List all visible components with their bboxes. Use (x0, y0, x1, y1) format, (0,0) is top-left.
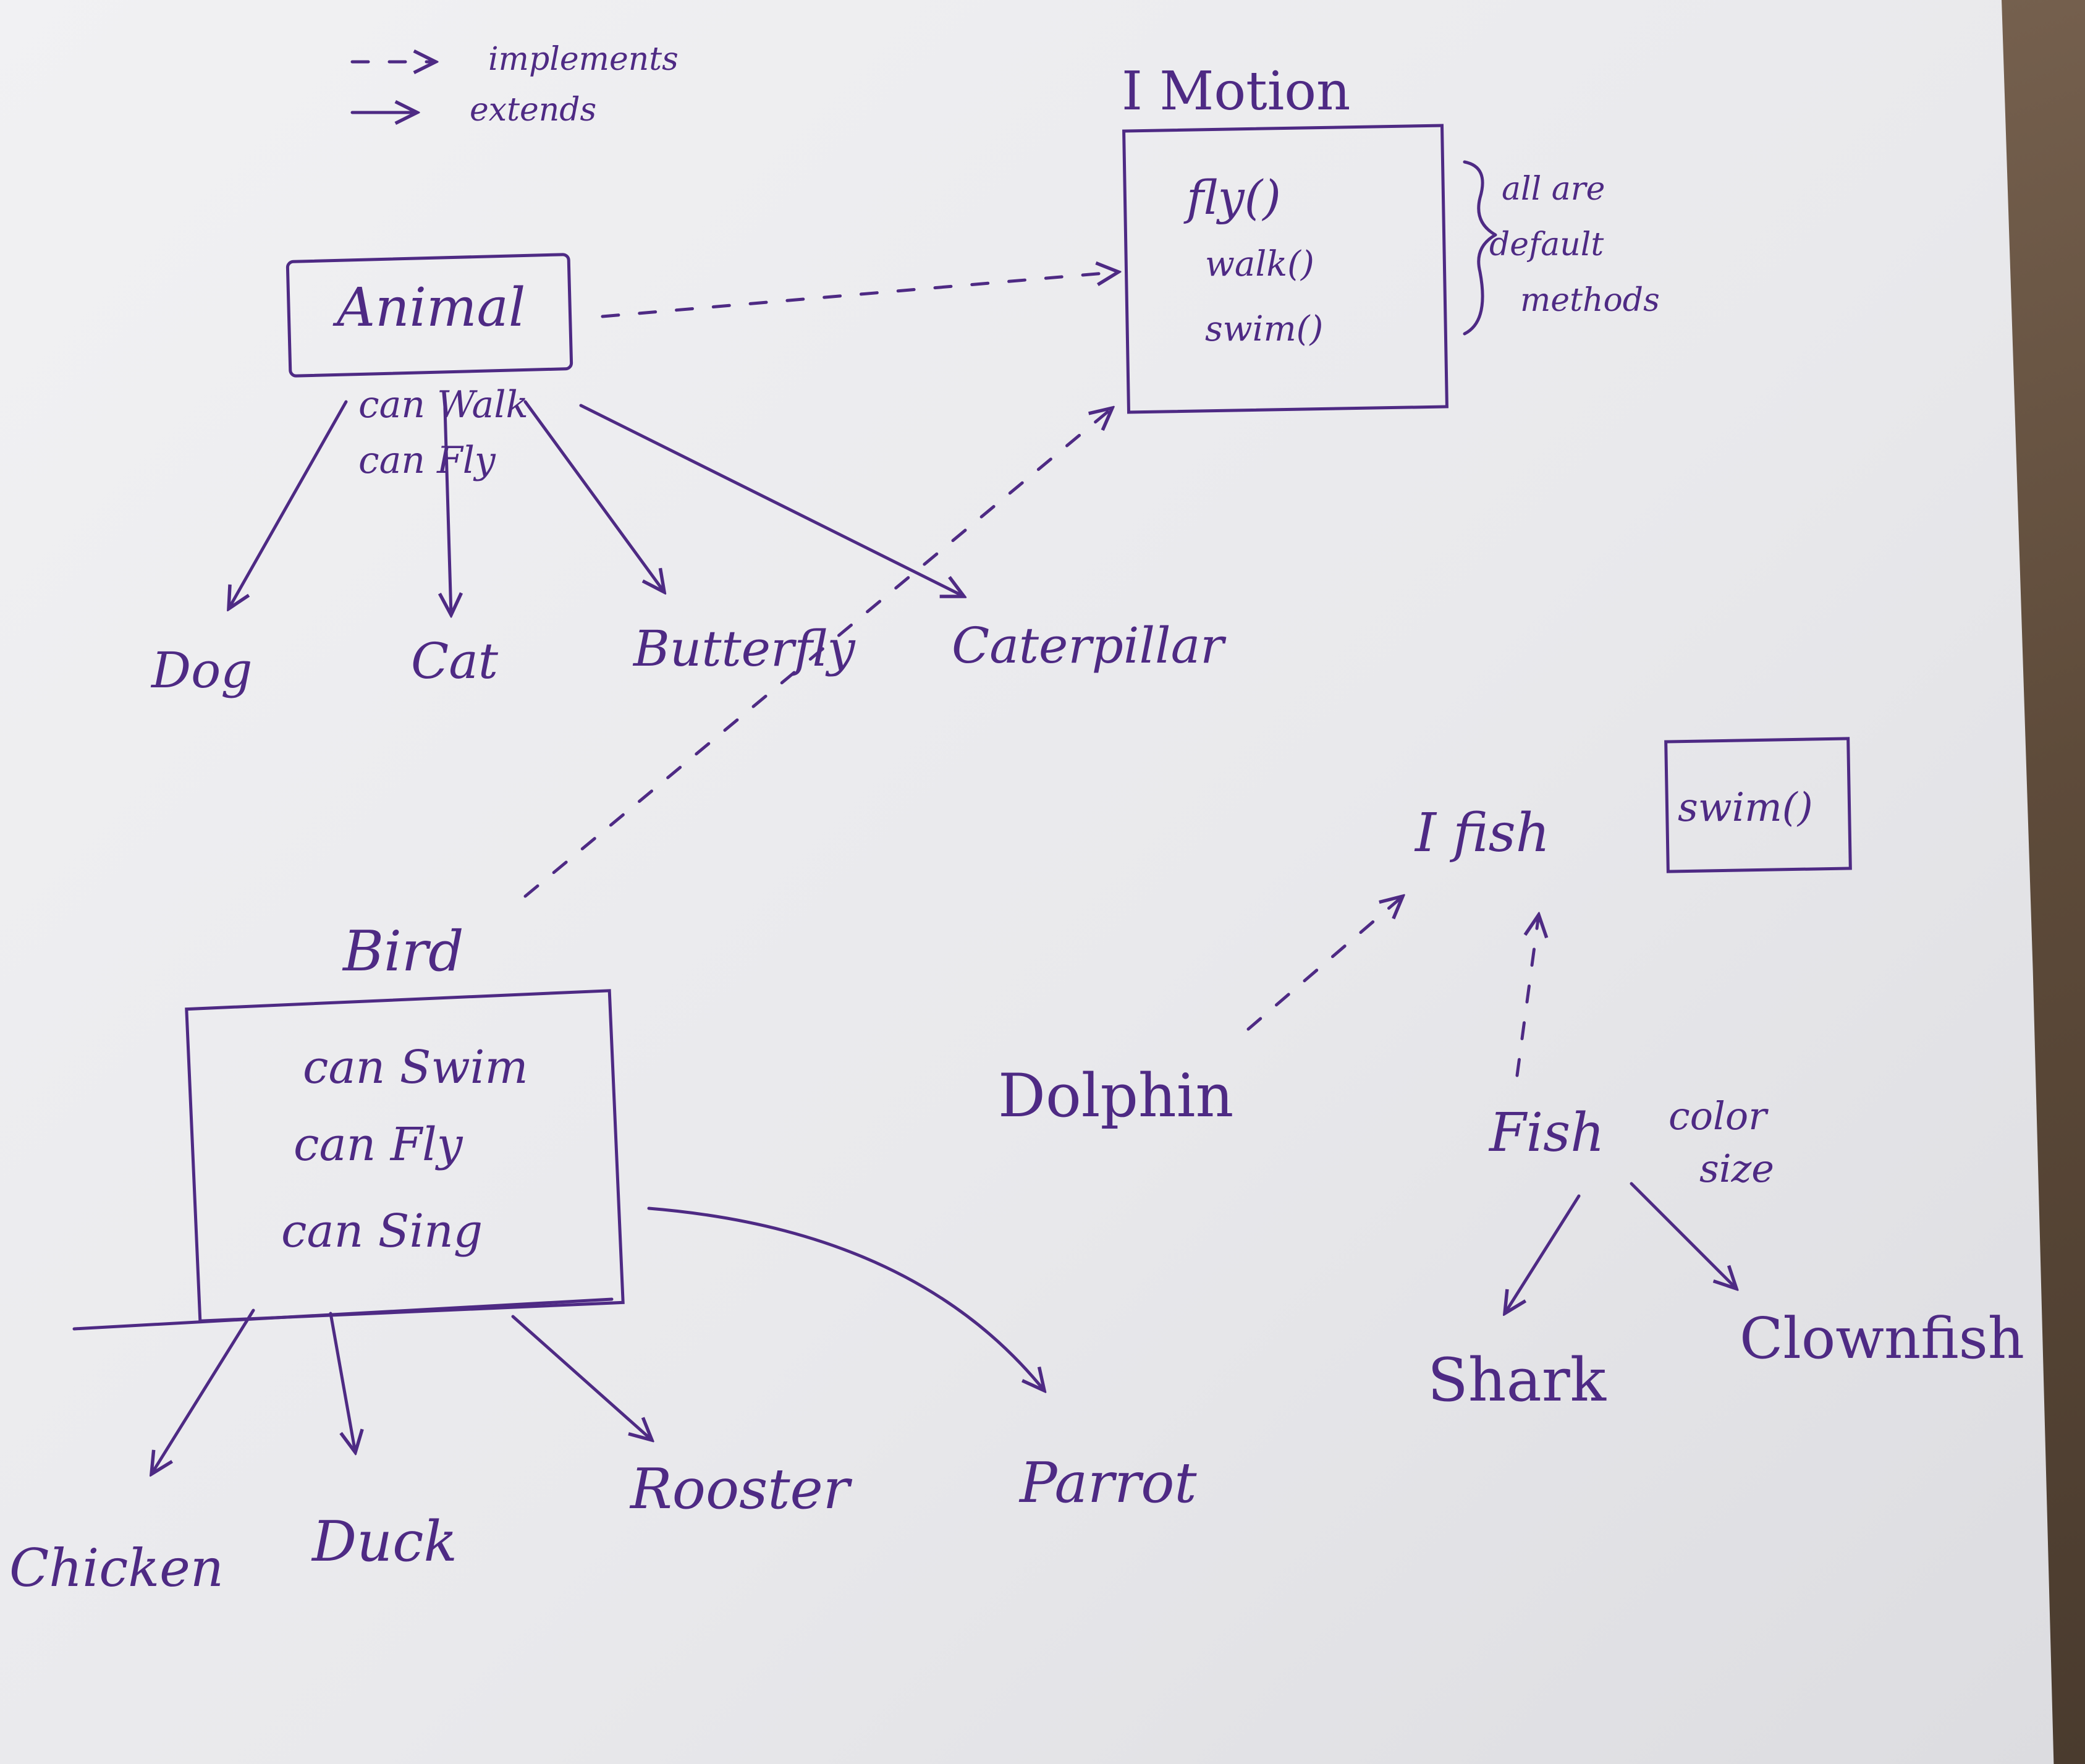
animal-child-caterpillar: Caterpillar (952, 617, 1224, 674)
bird-to-rooster-arrow (511, 1315, 652, 1440)
fish-child-clownfish: Clownfish (1740, 1305, 2025, 1372)
bird-child-chicken: Chicken (9, 1538, 224, 1598)
ifish-title: I fish (1415, 802, 1550, 864)
legend-implements-label: implements (488, 41, 679, 78)
animal-to-caterpillar-arrow (579, 404, 964, 596)
animal-implements-arrow (601, 272, 1119, 318)
bird-child-rooster: Rooster (630, 1457, 850, 1522)
imotion-note-line-3: methods (1520, 282, 1660, 319)
animal-trait-walk: can Walk (358, 383, 528, 426)
dolphin-implements-arrow (1246, 896, 1403, 1031)
imotion-note-line-2: default (1489, 226, 1604, 263)
imotion-note-line-1: all are (1502, 171, 1605, 208)
bird-to-duck-arrow (329, 1312, 355, 1452)
fish-implements-arrow (1515, 915, 1539, 1077)
imotion-note-brace (1463, 160, 1497, 336)
ifish-method: swim() (1678, 785, 1813, 831)
bird-to-chicken-arrow (151, 1308, 255, 1474)
imotion-method-walk: walk() (1205, 244, 1314, 284)
fish-to-shark-arrow (1505, 1194, 1581, 1313)
imotion-title: I Motion (1122, 61, 1351, 122)
bird-to-parrot-arrow (647, 1206, 1044, 1391)
bird-trait-swim: can Swim (303, 1041, 528, 1094)
fish-child-shark: Shark (1427, 1346, 1606, 1415)
animal-child-dog: Dog (151, 642, 253, 699)
bird-trait-fly: can Fly (294, 1118, 463, 1171)
bird-trait-sing: can Sing (281, 1205, 483, 1258)
animal-to-butterfly-arrow (523, 400, 664, 592)
animal-child-cat: Cat (411, 632, 499, 690)
bird-child-duck: Duck (312, 1509, 458, 1574)
bird-underline (72, 1297, 614, 1331)
animal-to-cat-arrow (445, 406, 451, 615)
bird-title: Bird (343, 919, 464, 984)
legend-extends-label: extends (470, 91, 597, 129)
animal-title: Animal (337, 277, 526, 339)
dolphin-label: Dolphin (998, 1061, 1234, 1130)
fish-title: Fish (1489, 1102, 1605, 1164)
imotion-method-fly: fly() (1186, 170, 1281, 225)
animal-trait-fly: can Fly (358, 439, 496, 482)
fish-trait-size: size (1699, 1146, 1775, 1191)
fish-trait-color: color (1668, 1093, 1767, 1139)
animal-child-butterfly: Butterfly (633, 620, 855, 677)
bird-child-parrot: Parrot (1020, 1451, 1197, 1516)
fish-to-clownfish-arrow (1630, 1182, 1736, 1289)
bird-implements-arrow (523, 408, 1112, 898)
imotion-method-swim: swim() (1205, 309, 1324, 349)
animal-to-dog-arrow (229, 400, 348, 609)
